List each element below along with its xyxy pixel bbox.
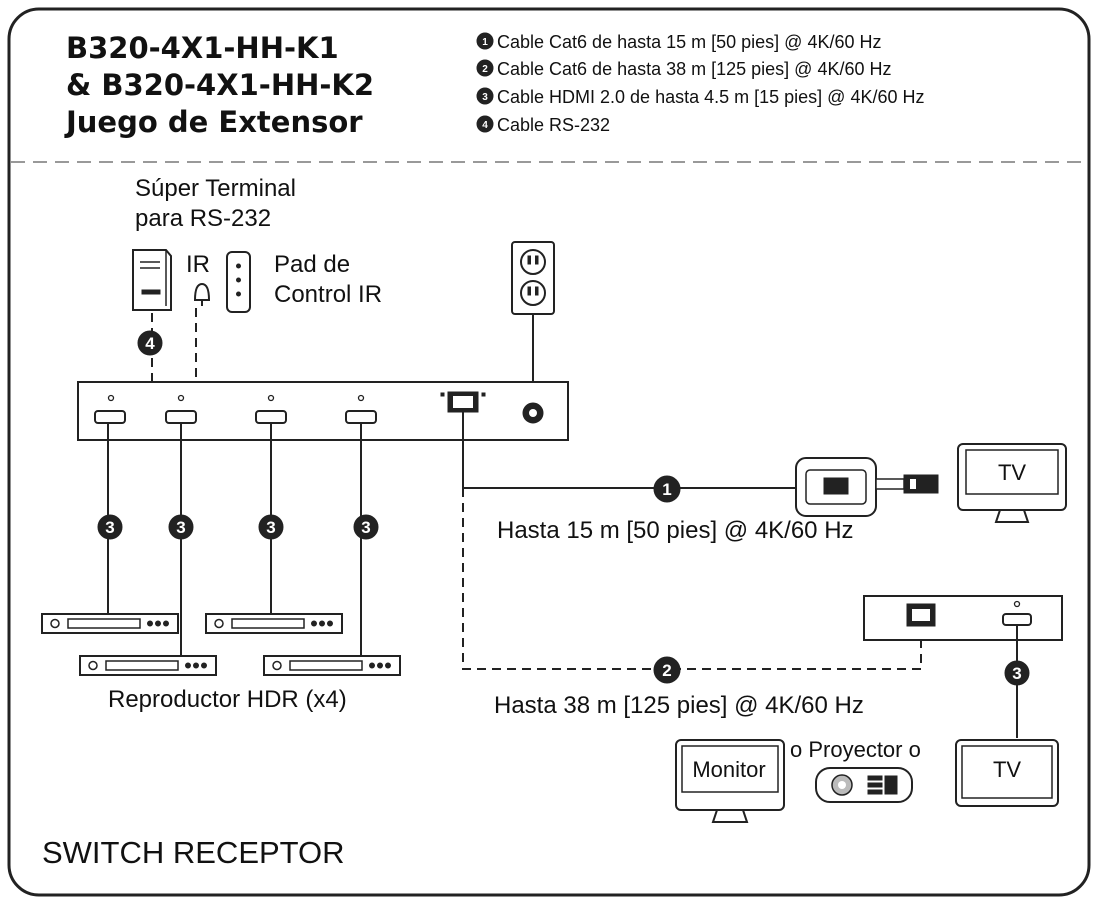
ir-sensor-icon [193, 282, 211, 306]
legend-num-1: 1 [482, 37, 488, 48]
pc-tower-icon [132, 249, 172, 311]
hdmi-input-port-4 [345, 410, 377, 424]
projector-icon [815, 767, 913, 803]
badge-3-player-4 [353, 514, 379, 540]
power-jack-icon [522, 402, 544, 424]
ir-pad-label-1: Pad de [274, 251, 350, 278]
badge-3-player-1 [97, 514, 123, 540]
cable-legend: 1 Cable Cat6 de hasta 15 m [50 pies] @ 4… [476, 32, 924, 135]
projector-label: o Proyector o [790, 737, 921, 762]
badge-3-player-3 [258, 514, 284, 540]
badge-4 [137, 330, 163, 356]
badge-3-player-2-text: 3 [176, 518, 185, 537]
title-line-3: Juego de Extensor [64, 105, 363, 139]
title-line-1: B320-4X1-HH-K1 [66, 31, 339, 65]
badge-3-player-4-text: 3 [361, 518, 370, 537]
run-15m-label: Hasta 15 m [50 pies] @ 4K/60 Hz [497, 517, 854, 544]
monitor-icon [675, 739, 785, 823]
hdmi-switch-transmitter [77, 381, 569, 441]
ir-pad-label-2: Control IR [274, 281, 382, 308]
monitor-label: Monitor [692, 757, 765, 782]
super-terminal-label-2: para RS-232 [135, 205, 271, 232]
badge-3-player-1-text: 3 [105, 518, 114, 537]
legend-badge-4 [476, 115, 494, 133]
switch-receptor-label: SWITCH RECEPTOR [42, 835, 345, 870]
tv-bottom-icon [955, 739, 1059, 807]
hdr-player-2 [79, 655, 217, 676]
tv-bottom-label: TV [993, 757, 1021, 782]
legend-badge-3 [476, 87, 494, 105]
super-terminal-label-1: Súper Terminal [135, 175, 296, 202]
badge-3-player-2 [168, 514, 194, 540]
legend-num-3: 3 [482, 92, 488, 103]
hdr-player-4 [263, 655, 401, 676]
title-line-2: & B320-4X1-HH-K2 [66, 68, 374, 102]
hdr-player-3 [205, 613, 343, 634]
badge-4-text: 4 [145, 334, 155, 353]
hdr-player-1 [41, 613, 179, 634]
badge-3-output-text: 3 [1012, 664, 1021, 683]
hdbaset-receiver-dongle [795, 457, 939, 517]
badge-1-text: 1 [662, 480, 671, 499]
legend-num-2: 2 [482, 64, 488, 75]
legend-badge-2 [476, 59, 494, 77]
legend-badge-1 [476, 32, 494, 50]
ir-control-pad-icon [226, 251, 251, 313]
legend-item-3: Cable HDMI 2.0 de hasta 4.5 m [15 pies] … [497, 87, 924, 107]
legend-num-4: 4 [482, 120, 488, 131]
badge-3-output [1004, 660, 1030, 686]
badge-1 [653, 475, 681, 503]
tv-top-icon [957, 443, 1067, 523]
badge-2-text: 2 [662, 661, 671, 680]
outer-frame [7, 7, 1091, 897]
tv-top-label: TV [998, 460, 1026, 485]
hdmi-input-port-1 [94, 410, 126, 424]
hdr-players-label: Reproductor HDR (x4) [108, 686, 347, 713]
hdmi-input-port-2 [165, 410, 197, 424]
power-outlet-icon [511, 241, 555, 315]
badge-2 [653, 656, 681, 684]
cat6-38m-cable [462, 488, 922, 670]
run-38m-label: Hasta 38 m [125 pies] @ 4K/60 Hz [494, 692, 864, 719]
legend-item-1: Cable Cat6 de hasta 15 m [50 pies] @ 4K/… [497, 32, 882, 52]
receiver-hdmi-port [1002, 613, 1032, 626]
hdbaset-receiver-box [863, 595, 1063, 641]
ir-label: IR [186, 251, 210, 278]
hdmi-input-port-3 [255, 410, 287, 424]
rj45-port-icon [440, 391, 486, 413]
badge-3-player-3-text: 3 [266, 518, 275, 537]
legend-item-2: Cable Cat6 de hasta 38 m [125 pies] @ 4K… [497, 59, 892, 79]
legend-item-4: Cable RS-232 [497, 115, 610, 135]
